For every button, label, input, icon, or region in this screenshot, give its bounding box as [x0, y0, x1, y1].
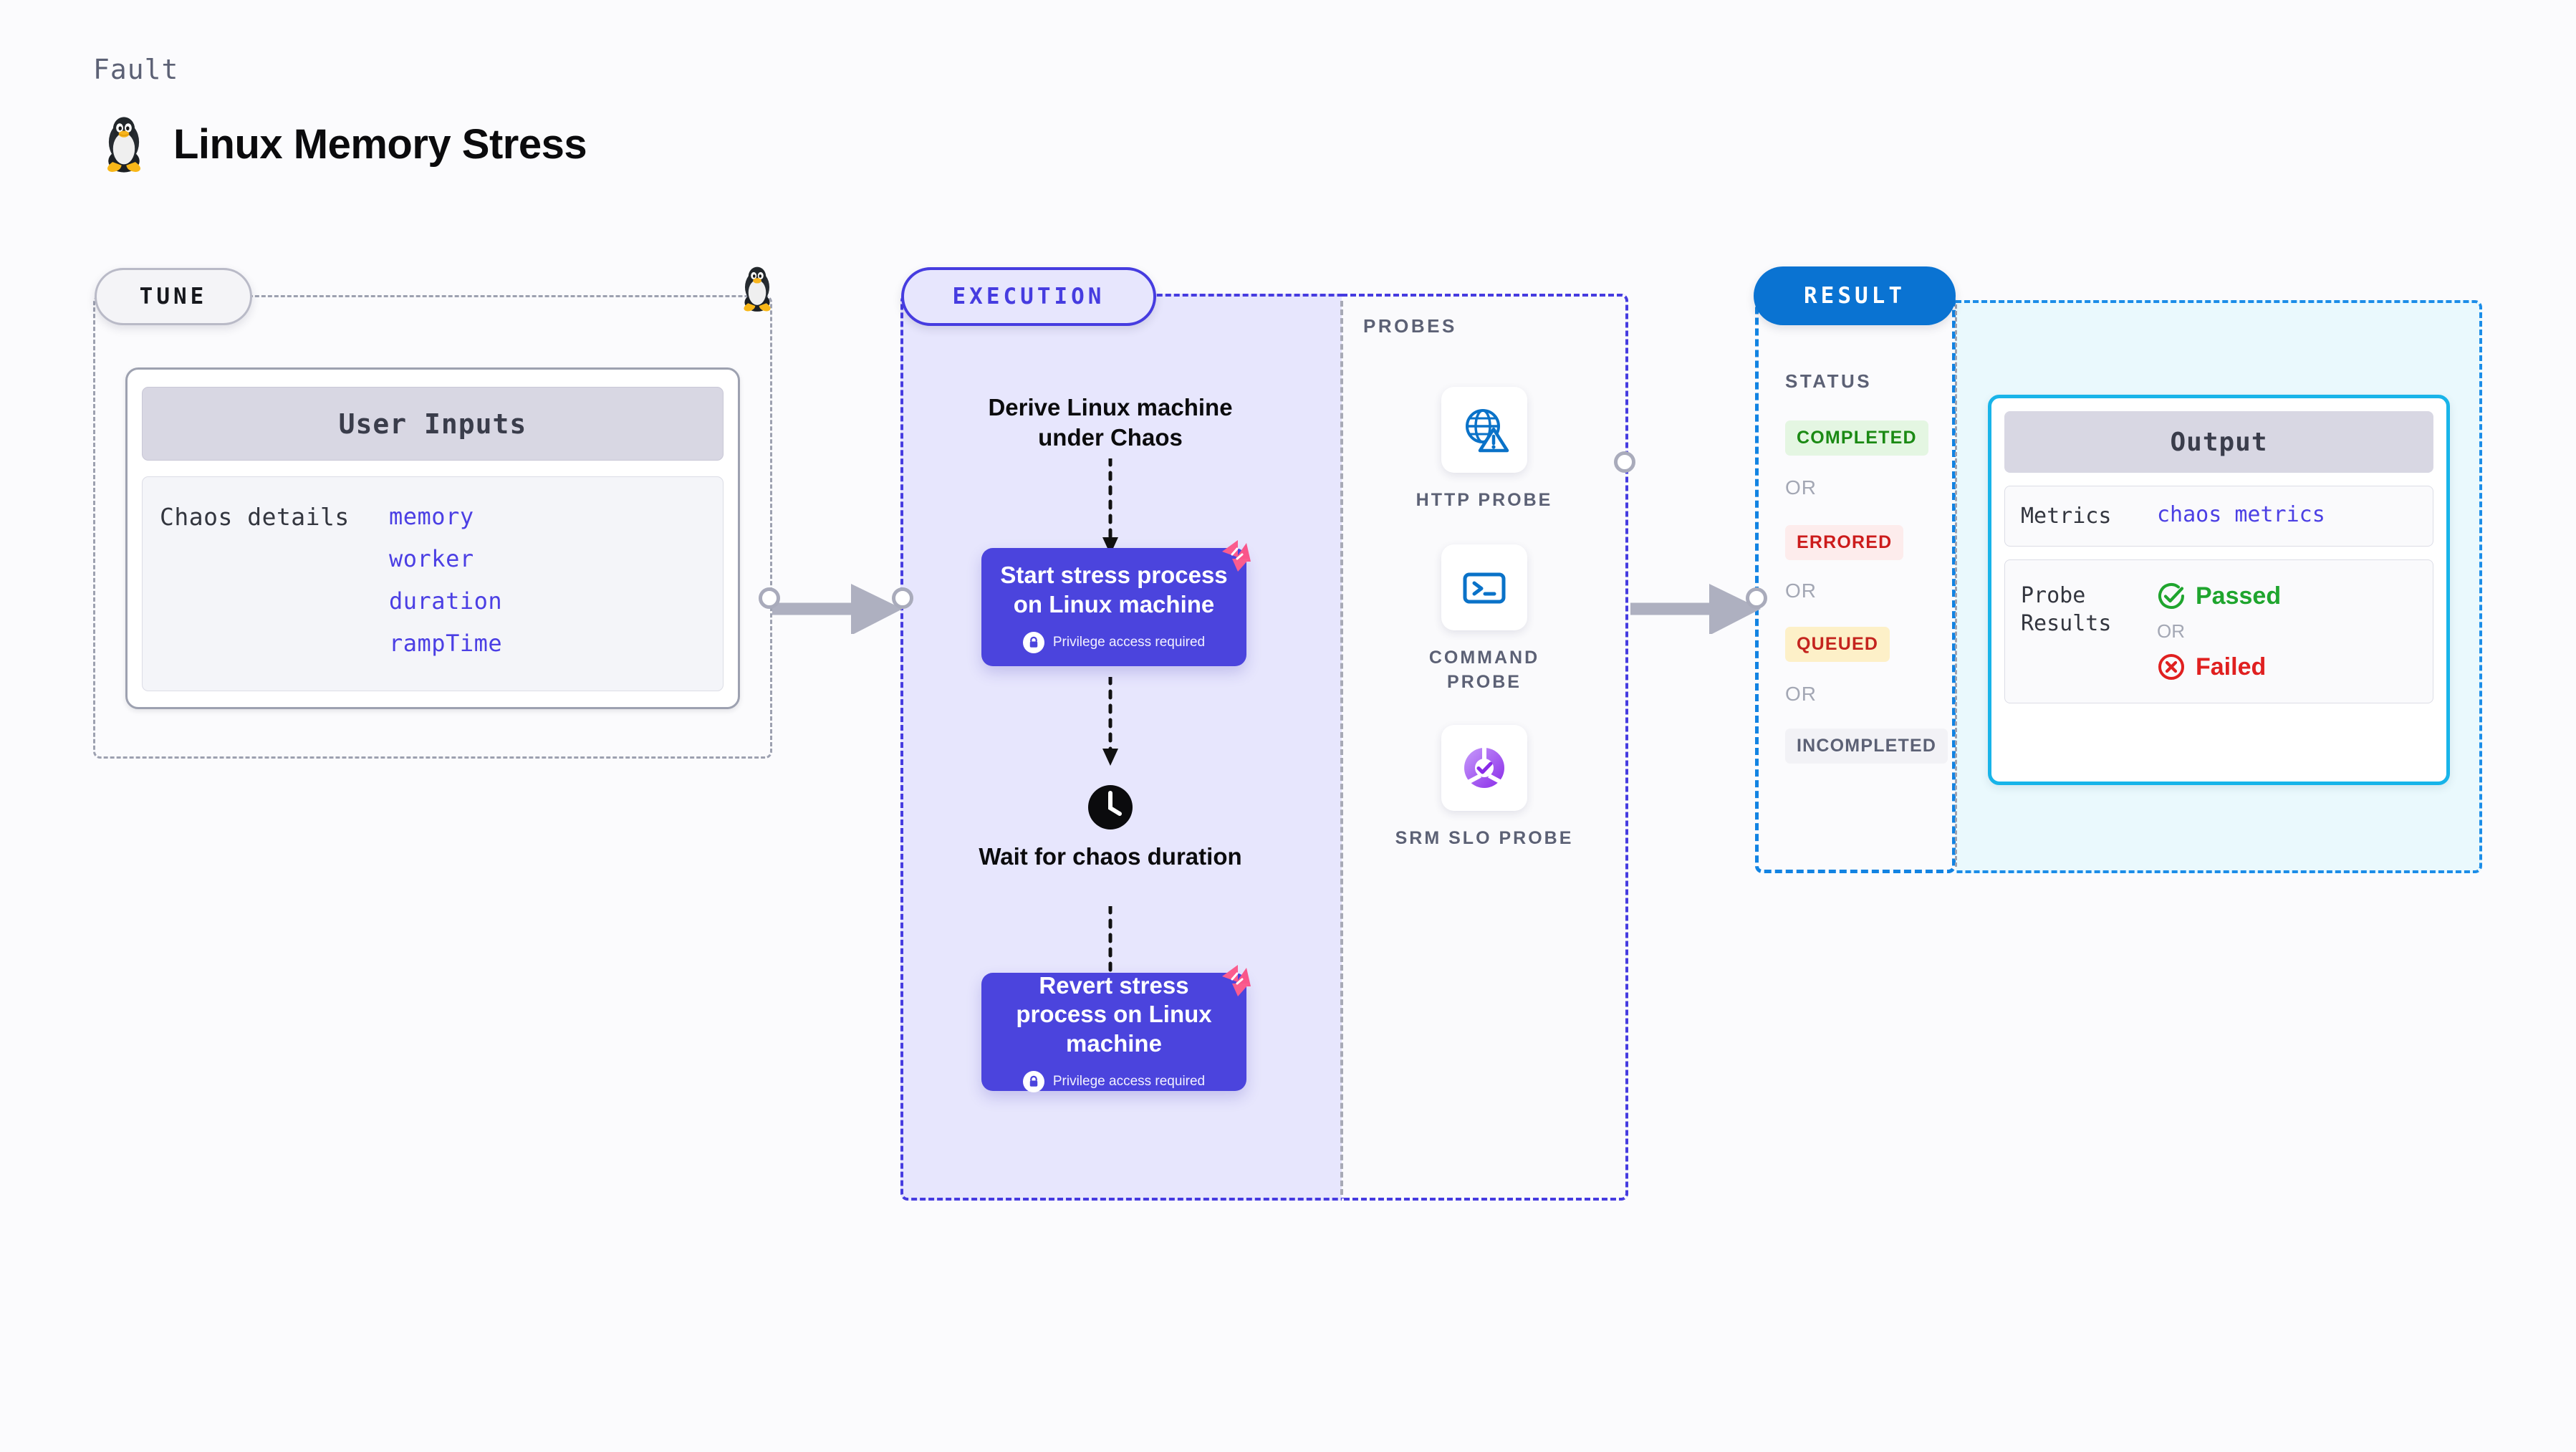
- metrics-row: Metrics chaos metrics: [2004, 486, 2433, 547]
- output-card: Output Metrics chaos metrics Probe Resul…: [1988, 395, 2450, 785]
- connector-dot-result-in: [1746, 587, 1767, 609]
- status-badge-completed: COMPLETED: [1785, 420, 1928, 456]
- probe-results-row: Probe Results Passed OR Failed: [2004, 559, 2433, 703]
- result-pill[interactable]: RESULT: [1754, 266, 1956, 325]
- execution-pill[interactable]: EXECUTION: [901, 267, 1156, 326]
- input-duration: duration: [389, 587, 503, 615]
- status-badge-queued: QUEUED: [1785, 627, 1890, 662]
- clock-icon: [1088, 785, 1133, 830]
- derive-step-label: Derive Linux machine under Chaos: [988, 394, 1233, 451]
- status-or-2: OR: [1785, 580, 1817, 602]
- revert-stress-node[interactable]: Revert stress process on Linux machine P…: [981, 972, 1246, 1092]
- probe-result-failed: Failed: [2157, 653, 2281, 681]
- lock-icon: [1022, 631, 1044, 653]
- output-header: Output: [2004, 411, 2433, 473]
- metrics-value: chaos metrics: [2157, 502, 2325, 527]
- chaos-details-values: memory worker duration rampTime: [389, 503, 502, 691]
- wait-step-label: Wait for chaos duration: [979, 843, 1242, 870]
- probe-results-key: Probe Results: [2021, 583, 2112, 636]
- slo-donut-check-icon: [1441, 725, 1527, 811]
- harness-ribbon-icon: [1222, 540, 1251, 572]
- user-inputs-header: User Inputs: [142, 387, 724, 461]
- status-badge-errored: ERRORED: [1785, 525, 1904, 560]
- probe-srm-slo-label: SRM SLO PROBE: [1395, 828, 1574, 848]
- harness-ribbon-icon: [1222, 965, 1251, 996]
- connector-tune-to-execution: [772, 584, 903, 634]
- input-ramptime: rampTime: [389, 630, 503, 657]
- status-or-3: OR: [1785, 683, 1817, 705]
- result-output-divider: [1955, 304, 1957, 867]
- lock-icon: [1022, 1070, 1044, 1092]
- probes-title: PROBES: [1363, 315, 1457, 337]
- start-stress-privilege-row: Privilege access required: [1022, 631, 1206, 653]
- status-badge-incompleted: INCOMPLETED: [1785, 729, 1948, 764]
- chaos-details-row: Chaos details memory worker duration ram…: [142, 476, 724, 691]
- revert-stress-node-title: Revert stress process on Linux machine: [1016, 972, 1212, 1057]
- status-title: STATUS: [1785, 370, 1873, 392]
- chaos-details-key: Chaos details: [160, 503, 350, 531]
- terminal-icon: [1441, 544, 1527, 630]
- flow-arrow-down-2: [1102, 677, 1118, 766]
- probe-result-or: OR: [2157, 620, 2185, 642]
- connector-dot-probes-right: [1614, 451, 1635, 473]
- page-eyebrow: Fault: [93, 54, 179, 85]
- connector-dot-tune-out: [759, 587, 780, 609]
- x-circle-icon: [2158, 654, 2184, 680]
- probe-results-values: Passed OR Failed: [2157, 582, 2281, 681]
- start-stress-privilege-text: Privilege access required: [1052, 634, 1206, 650]
- input-memory: memory: [389, 503, 474, 530]
- probe-srm-slo[interactable]: SRM SLO PROBE: [1391, 725, 1577, 851]
- connector-execution-to-result: [1630, 584, 1761, 634]
- check-circle-icon: [2158, 583, 2184, 609]
- connector-dot-execution-in: [892, 587, 913, 609]
- status-or-1: OR: [1785, 476, 1817, 499]
- failed-label: Failed: [2196, 653, 2267, 681]
- start-stress-node-title: Start stress process on Linux machine: [1000, 562, 1228, 617]
- tux-penguin-icon: [744, 266, 771, 312]
- tune-panel: [93, 295, 772, 759]
- probe-result-passed: Passed: [2157, 582, 2281, 610]
- input-worker: worker: [389, 545, 474, 572]
- user-inputs-card: User Inputs Chaos details memory worker …: [125, 367, 740, 709]
- probe-command[interactable]: COMMAND PROBE: [1391, 544, 1577, 695]
- page-title: Linux Memory Stress: [173, 120, 587, 168]
- tune-pill[interactable]: TUNE: [95, 268, 252, 325]
- probe-http[interactable]: HTTP PROBE: [1391, 387, 1577, 513]
- start-stress-node[interactable]: Start stress process on Linux machine Pr…: [981, 548, 1246, 666]
- page-title-row: Linux Memory Stress: [100, 115, 587, 173]
- globe-warning-icon: [1441, 387, 1527, 473]
- probe-command-label: COMMAND PROBE: [1428, 648, 1540, 692]
- passed-label: Passed: [2196, 582, 2282, 610]
- revert-stress-privilege-row: Privilege access required: [1022, 1070, 1206, 1092]
- flow-arrow-down-1: [1102, 458, 1118, 554]
- revert-stress-privilege-text: Privilege access required: [1052, 1073, 1206, 1089]
- tux-penguin-icon: [107, 117, 141, 173]
- metrics-key: Metrics: [2021, 504, 2112, 529]
- execution-probes-divider: [1340, 301, 1343, 1195]
- probe-http-label: HTTP PROBE: [1416, 490, 1553, 510]
